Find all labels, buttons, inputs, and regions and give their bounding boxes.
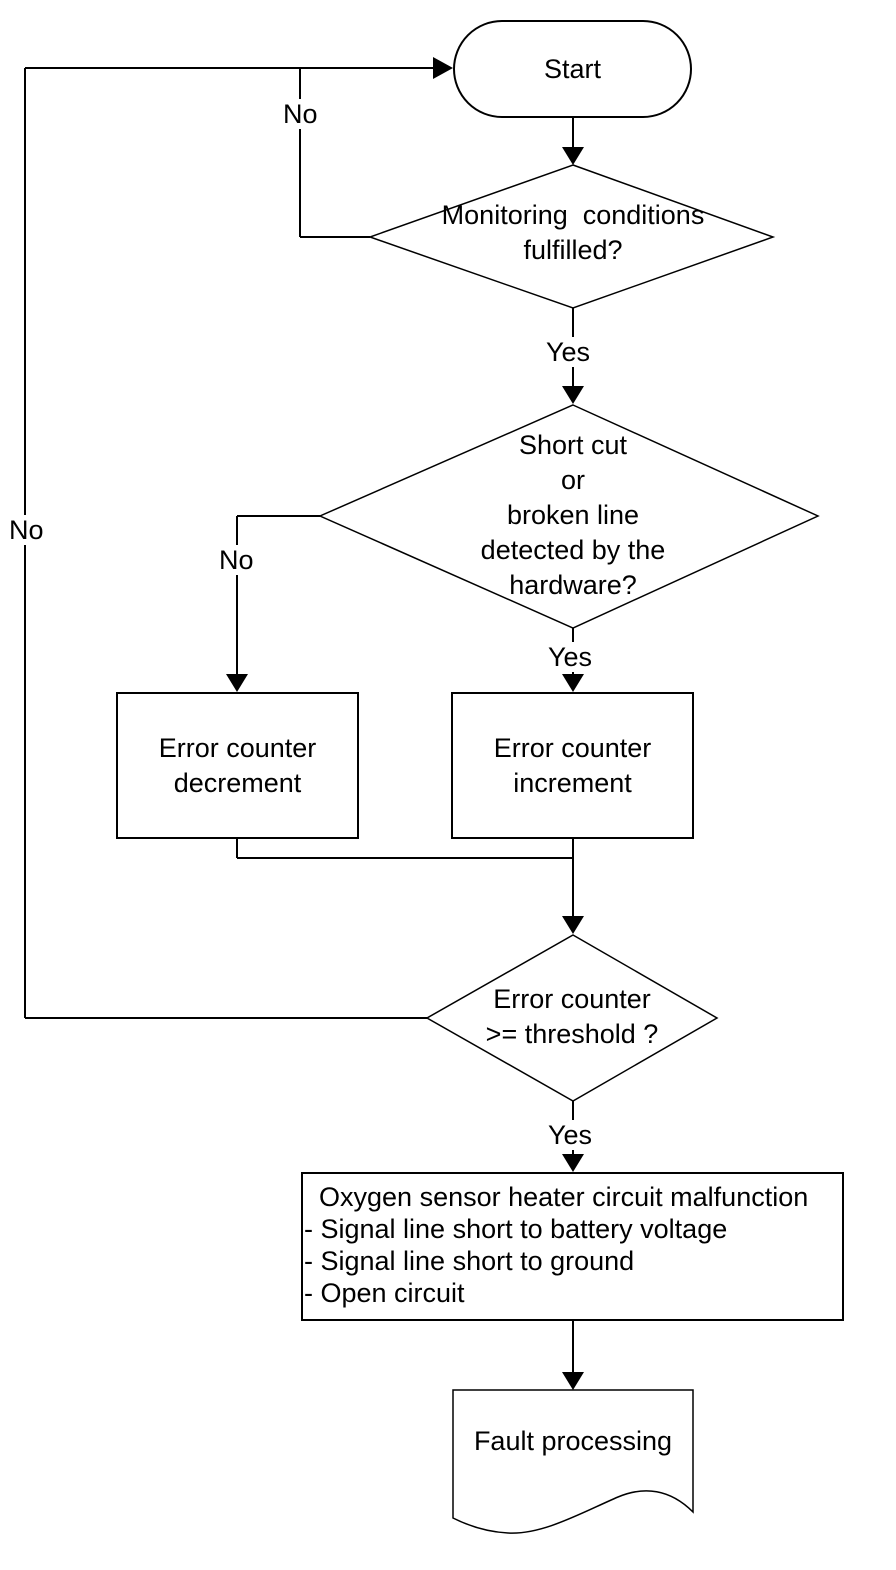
arrowhead-into-monitoring-icon [562, 147, 584, 165]
arrowhead-into-malfunction-icon [562, 1154, 584, 1172]
decrement-node-label: Error counter decrement [158, 732, 317, 798]
start-node-label: Start [543, 53, 602, 84]
monitoring-decision-diamond [367, 164, 776, 309]
shortcut-no-edge-label: No [216, 545, 257, 575]
malfunction-process-box [301, 1172, 844, 1321]
monitoring-node-label: Monitoring conditions fulfilled? [441, 200, 705, 265]
increment-node-label: Error counter increment [493, 732, 652, 798]
start-terminator-shape [453, 20, 692, 118]
arrowhead-into-decrement-icon [226, 674, 248, 692]
arrowhead-into-increment-icon [562, 674, 584, 692]
arrowhead-into-threshold-icon [562, 916, 584, 934]
shortcut-decision-diamond [318, 404, 820, 629]
threshold-yes-edge-label: Yes [545, 1120, 596, 1150]
arrowhead-into-shortcut-icon [562, 386, 584, 404]
threshold-node-label: Error counter >= threshold ? [485, 984, 659, 1049]
monitoring-no-edge-label: No [280, 99, 321, 129]
fault-node-label: Fault processing [473, 1426, 673, 1456]
increment-process-box [451, 692, 694, 839]
shortcut-node-label: Short cut or broken line detected by the… [480, 430, 666, 600]
decrement-process-box [116, 692, 359, 839]
shortcut-yes-edge-label: Yes [545, 642, 596, 672]
monitoring-yes-edge-label: Yes [543, 337, 594, 367]
arrowhead-into-start-icon [433, 57, 453, 79]
malfunction-node-label: Oxygen sensor heater circuit malfunction… [304, 1182, 809, 1308]
fault-document-shape [452, 1389, 694, 1534]
threshold-decision-diamond [425, 934, 719, 1102]
arrowhead-into-fault-icon [562, 1372, 584, 1390]
threshold-no-edge-label: No [6, 515, 47, 545]
